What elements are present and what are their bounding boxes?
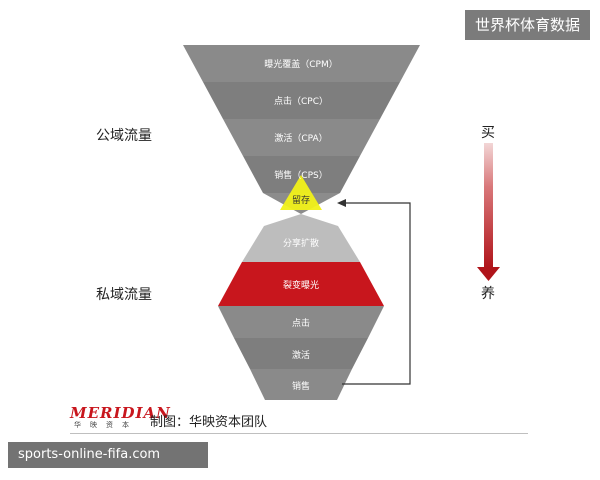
footer-divider (70, 433, 528, 434)
logo-text: MERIDIAN (70, 404, 171, 422)
private-stage-2-label: 裂变曝光 (283, 279, 319, 291)
watermark-badge: 世界杯体育数据 (464, 10, 590, 40)
private-stage-4 (234, 338, 368, 369)
private-traffic-label: 私域流量 (96, 287, 152, 303)
public-stage-4 (243, 156, 360, 193)
public-traffic-label: 公域流量 (96, 128, 152, 144)
private-stage-4-label: 激活 (292, 349, 310, 361)
logo-subtext: 华映资本 (74, 421, 138, 429)
private-stage-3-label: 点击 (292, 317, 310, 329)
retain-highlight (280, 175, 322, 210)
public-stage-2 (203, 82, 400, 119)
feedback-arrowhead (337, 199, 346, 207)
public-stage-1-label: 曝光覆盖（CPM） (264, 58, 337, 70)
arrow-top-label: 买 (481, 125, 495, 141)
retain-label: 留存 (292, 194, 310, 206)
public-stage-2-label: 点击（CPC） (274, 95, 328, 107)
private-stage-5-label: 销售 (292, 380, 310, 392)
feedback-loop-line (342, 202, 411, 385)
private-stage-5 (250, 369, 352, 400)
source-badge: sports-online-fifa.com (8, 442, 208, 468)
private-stage-1-label: 分享扩散 (283, 237, 319, 249)
arrow-bottom-label: 养 (481, 286, 495, 302)
private-stage-3 (218, 306, 384, 338)
public-stage-3-label: 激活（CPA） (274, 132, 327, 144)
public-stage-1 (183, 45, 420, 82)
public-stage-3 (223, 119, 380, 156)
private-stage-2 (218, 262, 384, 306)
meridian-logo: MERIDIAN 华映资本 (70, 404, 171, 434)
public-stage-4-label: 销售（CPS） (274, 169, 327, 181)
chart-credit: 制图：华映资本团队 (150, 415, 268, 430)
buy-nurture-arrow-head (477, 267, 500, 281)
buy-nurture-arrow-shaft (484, 143, 493, 268)
private-stage-1 (242, 214, 360, 262)
